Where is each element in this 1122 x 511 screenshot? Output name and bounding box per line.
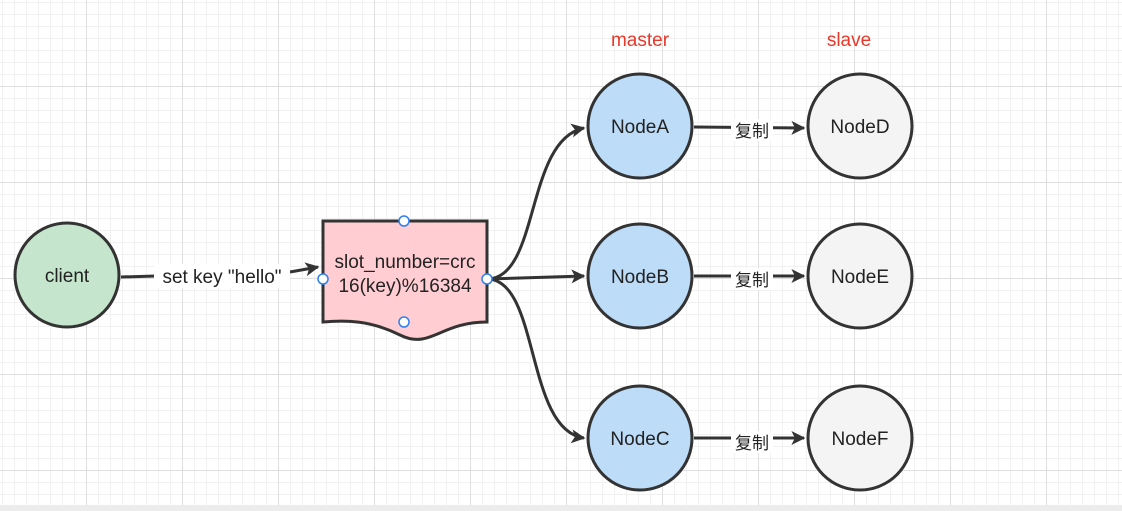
edge-label-set-key: set key "hello" [162,267,281,288]
replicate-label-bg-c [731,431,773,453]
master-node-b[interactable]: NodeB [586,222,694,330]
node-c-label: NodeC [610,429,669,450]
edge-client-to-hash[interactable] [120,267,318,277]
master-node-a[interactable]: NodeA [586,72,694,180]
connection-handle-top[interactable] [398,215,410,227]
node-d-label: NodeD [830,117,889,138]
canvas-bottom-edge [0,505,1122,511]
connection-handle-left[interactable] [317,273,329,285]
replicate-label-bg-b [731,268,773,290]
node-f-label: NodeF [831,429,888,450]
node-b-label: NodeB [611,267,669,288]
slave-node-e[interactable]: NodeE [806,222,914,330]
client-label: client [45,266,90,287]
slave-node-f[interactable]: NodeF [806,384,914,492]
slave-header: slave [827,30,871,51]
master-node-c[interactable]: NodeC [586,384,694,492]
edge-hash-to-nodec[interactable] [486,277,586,444]
connection-handle-right[interactable] [481,273,493,285]
node-a-label: NodeA [611,117,669,138]
client-node[interactable]: client [13,221,121,329]
connection-handle-bottom[interactable] [398,316,410,328]
replicate-label-b: 复制 [735,271,769,291]
edge-label-bg [154,264,290,288]
hash-slot-node[interactable]: slot_number=crc 16(key)%16384 [317,215,493,341]
node-e-label: NodeE [831,267,889,288]
edge-hash-to-nodea[interactable] [486,123,586,281]
master-header: master [611,30,670,51]
replicate-label-bg-a [731,119,773,141]
hash-formula-line1: slot_number=crc [335,252,476,273]
hash-formula-line2: 16(key)%16384 [338,276,472,297]
replicate-label-c: 复制 [735,434,769,454]
replicate-label-a: 复制 [735,122,769,142]
slave-node-d[interactable]: NodeD [806,72,914,180]
edge-hash-to-nodeb[interactable] [486,269,586,284]
